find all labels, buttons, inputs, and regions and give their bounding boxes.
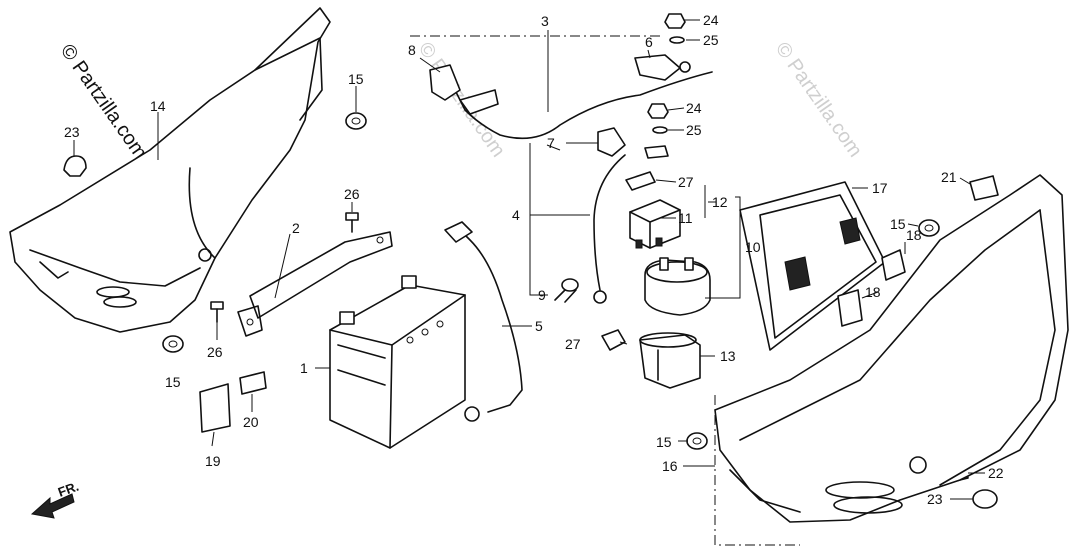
callout-8: 8 [408, 42, 416, 58]
label-19 [199, 383, 231, 433]
callout-22: 22 [988, 465, 1004, 481]
callout-2: 2 [292, 220, 300, 236]
relay-11 [629, 199, 681, 249]
callout-15-right: 15 [890, 216, 906, 232]
callout-15-top: 15 [348, 71, 364, 87]
callout-6: 6 [645, 34, 653, 50]
callout-19: 19 [205, 453, 221, 469]
grommet-15-top [345, 112, 367, 130]
washer-25-top [669, 36, 685, 44]
panel-17 [739, 181, 886, 351]
bolt-26-bottom [210, 301, 224, 323]
callout-27-top: 27 [678, 174, 694, 190]
callout-20: 20 [243, 414, 259, 430]
battery-holder [237, 231, 393, 337]
grommet-15-bottom [686, 432, 708, 450]
label-18-lower [837, 289, 863, 327]
callout-27-bottom: 27 [565, 336, 581, 352]
callout-11: 11 [678, 210, 693, 226]
callout-26-top: 26 [344, 186, 360, 202]
washer-25-mid [652, 126, 668, 134]
callout-21: 21 [941, 169, 957, 185]
starter-switch [644, 257, 711, 316]
label-21 [969, 175, 999, 201]
callout-24-top: 24 [703, 12, 719, 28]
right-side-cover [714, 174, 1069, 523]
callout-5: 5 [535, 318, 543, 334]
callout-4: 4 [512, 207, 520, 223]
nut-24-top [664, 13, 686, 29]
leader-lines [73, 19, 985, 546]
label-20 [239, 371, 267, 395]
callout-12: 12 [712, 194, 728, 210]
cap-23-right [972, 489, 998, 509]
callout-7: 7 [547, 135, 555, 151]
callout-9: 9 [538, 287, 546, 303]
callout-15-left: 15 [165, 374, 181, 390]
callout-16: 16 [662, 458, 678, 474]
callout-26-bottom: 26 [207, 344, 223, 360]
left-side-cover [9, 7, 331, 333]
front-direction-arrow [30, 493, 75, 519]
battery [329, 275, 466, 449]
callout-10: 10 [745, 239, 761, 255]
grommet-15-left [162, 335, 184, 353]
grommet-15-right [918, 219, 940, 237]
nut-24-mid [647, 103, 669, 119]
callout-1: 1 [300, 360, 308, 376]
callout-24-mid: 24 [686, 100, 702, 116]
callout-18-upper: 18 [906, 227, 922, 243]
callout-3: 3 [541, 13, 549, 29]
negative-cable [444, 221, 523, 422]
front-direction-label: FR. [56, 479, 81, 500]
callout-14: 14 [150, 98, 166, 114]
rubber-boot-13 [639, 332, 701, 389]
callout-25-top: 25 [703, 32, 719, 48]
callout-15-bottom: 15 [656, 434, 672, 450]
watermark-left: © Partzilla.com [56, 40, 151, 163]
starter-cable [593, 127, 669, 304]
watermark-right: © Partzilla.com [771, 38, 866, 161]
fuse-27-top [625, 171, 656, 191]
bolt-26-top [345, 212, 359, 233]
callout-13: 13 [720, 348, 736, 364]
callout-23-right: 23 [927, 491, 943, 507]
callout-23-left: 23 [64, 124, 80, 140]
callouts: 1 2 3 4 5 6 7 8 9 10 11 12 13 14 15 15 1… [64, 12, 1004, 507]
callout-17: 17 [872, 180, 888, 196]
callout-25-mid: 25 [686, 122, 702, 138]
cap-23-left [63, 155, 87, 177]
callout-18-lower: 18 [865, 284, 881, 300]
label-18-upper [881, 249, 906, 281]
positive-cable [429, 54, 713, 140]
bolt-9 [554, 278, 579, 303]
fuse-27-bottom [601, 329, 626, 351]
